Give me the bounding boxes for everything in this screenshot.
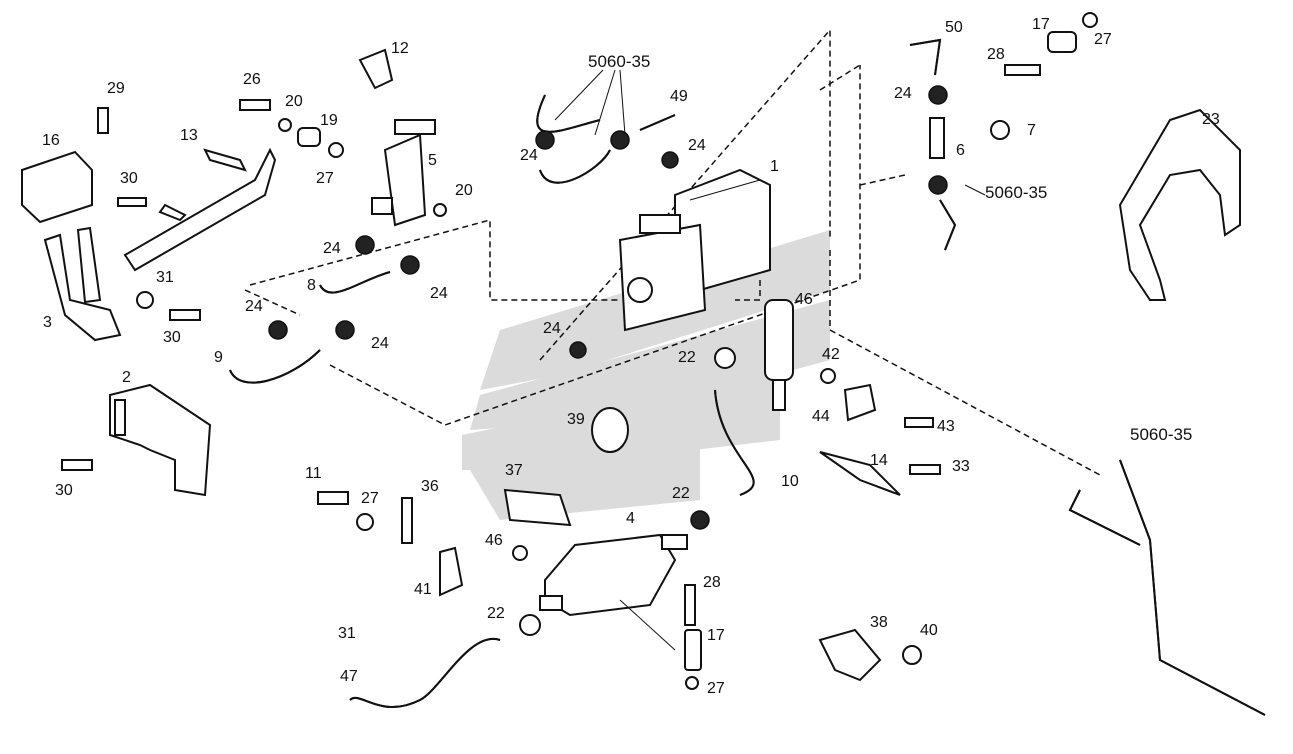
callout-27b: 27	[1094, 31, 1112, 48]
callout-43: 43	[937, 418, 955, 435]
callout-37: 37	[505, 462, 523, 479]
callout-17b: 17	[707, 627, 725, 644]
callout-17a: 17	[1032, 16, 1050, 33]
callout-28b: 28	[703, 574, 721, 591]
callout-39: 39	[567, 411, 585, 428]
solenoid-valve[interactable]	[371, 119, 436, 227]
callout-40: 40	[920, 622, 938, 639]
callout-47: 47	[340, 668, 358, 685]
leader-lines	[554, 69, 986, 651]
callout-46a: 46	[795, 291, 813, 308]
callout-24g: 24	[894, 85, 912, 102]
callout-22b: 22	[672, 485, 690, 502]
callout-31a: 31	[156, 269, 174, 286]
callout-13: 13	[180, 127, 198, 144]
callout-36: 36	[421, 478, 439, 495]
callout-29: 29	[107, 80, 125, 97]
muffler-4[interactable]	[539, 533, 688, 617]
relay-box[interactable]	[21, 150, 93, 224]
fuel-pump-46[interactable]	[764, 299, 794, 411]
hoses	[229, 38, 1266, 716]
callout-24e: 24	[543, 320, 561, 337]
callout-26: 26	[243, 71, 261, 88]
bracket-3[interactable]	[43, 226, 122, 342]
callout-38: 38	[870, 614, 888, 631]
heater-unit[interactable]	[618, 168, 771, 332]
callout-6: 6	[956, 142, 965, 159]
callout-33: 33	[952, 458, 970, 475]
callout-22a: 22	[678, 349, 696, 366]
callout-28a: 28	[987, 46, 1005, 63]
bracket-23[interactable]	[1118, 108, 1241, 301]
bracket-13[interactable]	[123, 147, 277, 272]
callout-31b: 31	[338, 625, 356, 642]
callout-19: 19	[320, 112, 338, 129]
callout-labels: 1 2 3 4 5 6 7 8 9 10 11 12 13 14 16 17 1…	[42, 16, 1220, 697]
callout-24b: 24	[430, 285, 448, 302]
callout-27c: 27	[361, 490, 379, 507]
callout-7: 7	[1027, 122, 1036, 139]
callout-16: 16	[42, 132, 60, 149]
callout-49: 49	[670, 88, 688, 105]
callout-5: 5	[428, 152, 437, 169]
callout-8: 8	[307, 277, 316, 294]
clamps	[268, 85, 1010, 636]
callout-20a: 20	[285, 93, 303, 110]
callout-10: 10	[781, 473, 799, 490]
callout-30c: 30	[55, 482, 73, 499]
callout-4: 4	[626, 510, 635, 527]
callout-30a: 30	[120, 170, 138, 187]
callout-24f: 24	[688, 137, 706, 154]
callout-46b: 46	[485, 532, 503, 549]
callout-24h: 24	[520, 147, 538, 164]
callout-23: 23	[1202, 111, 1220, 128]
callout-14: 14	[870, 452, 888, 469]
callout-44: 44	[812, 408, 830, 425]
callout-5060-35-right: 5060-35	[985, 183, 1047, 202]
callout-50: 50	[945, 19, 963, 36]
callout-11: 11	[305, 465, 322, 482]
mounting-plate-2[interactable]	[109, 383, 212, 497]
callout-5060-35-lower: 5060-35	[1130, 425, 1192, 444]
callout-27a: 27	[316, 170, 334, 187]
callout-9: 9	[214, 349, 223, 366]
callout-30b: 30	[163, 329, 181, 346]
callout-1: 1	[770, 158, 779, 175]
callout-42: 42	[822, 346, 840, 363]
callout-20b: 20	[455, 182, 473, 199]
callout-27d: 27	[707, 680, 725, 697]
small-hardware	[61, 12, 1098, 690]
callout-5060-35-top: 5060-35	[588, 52, 650, 71]
callout-24d: 24	[371, 335, 389, 352]
callout-41: 41	[414, 581, 432, 598]
callout-3: 3	[43, 314, 52, 331]
callout-2: 2	[122, 369, 131, 386]
callout-22c: 22	[487, 605, 505, 622]
callout-24a: 24	[323, 240, 341, 257]
callout-24c: 24	[245, 298, 263, 315]
callout-12: 12	[391, 40, 409, 57]
